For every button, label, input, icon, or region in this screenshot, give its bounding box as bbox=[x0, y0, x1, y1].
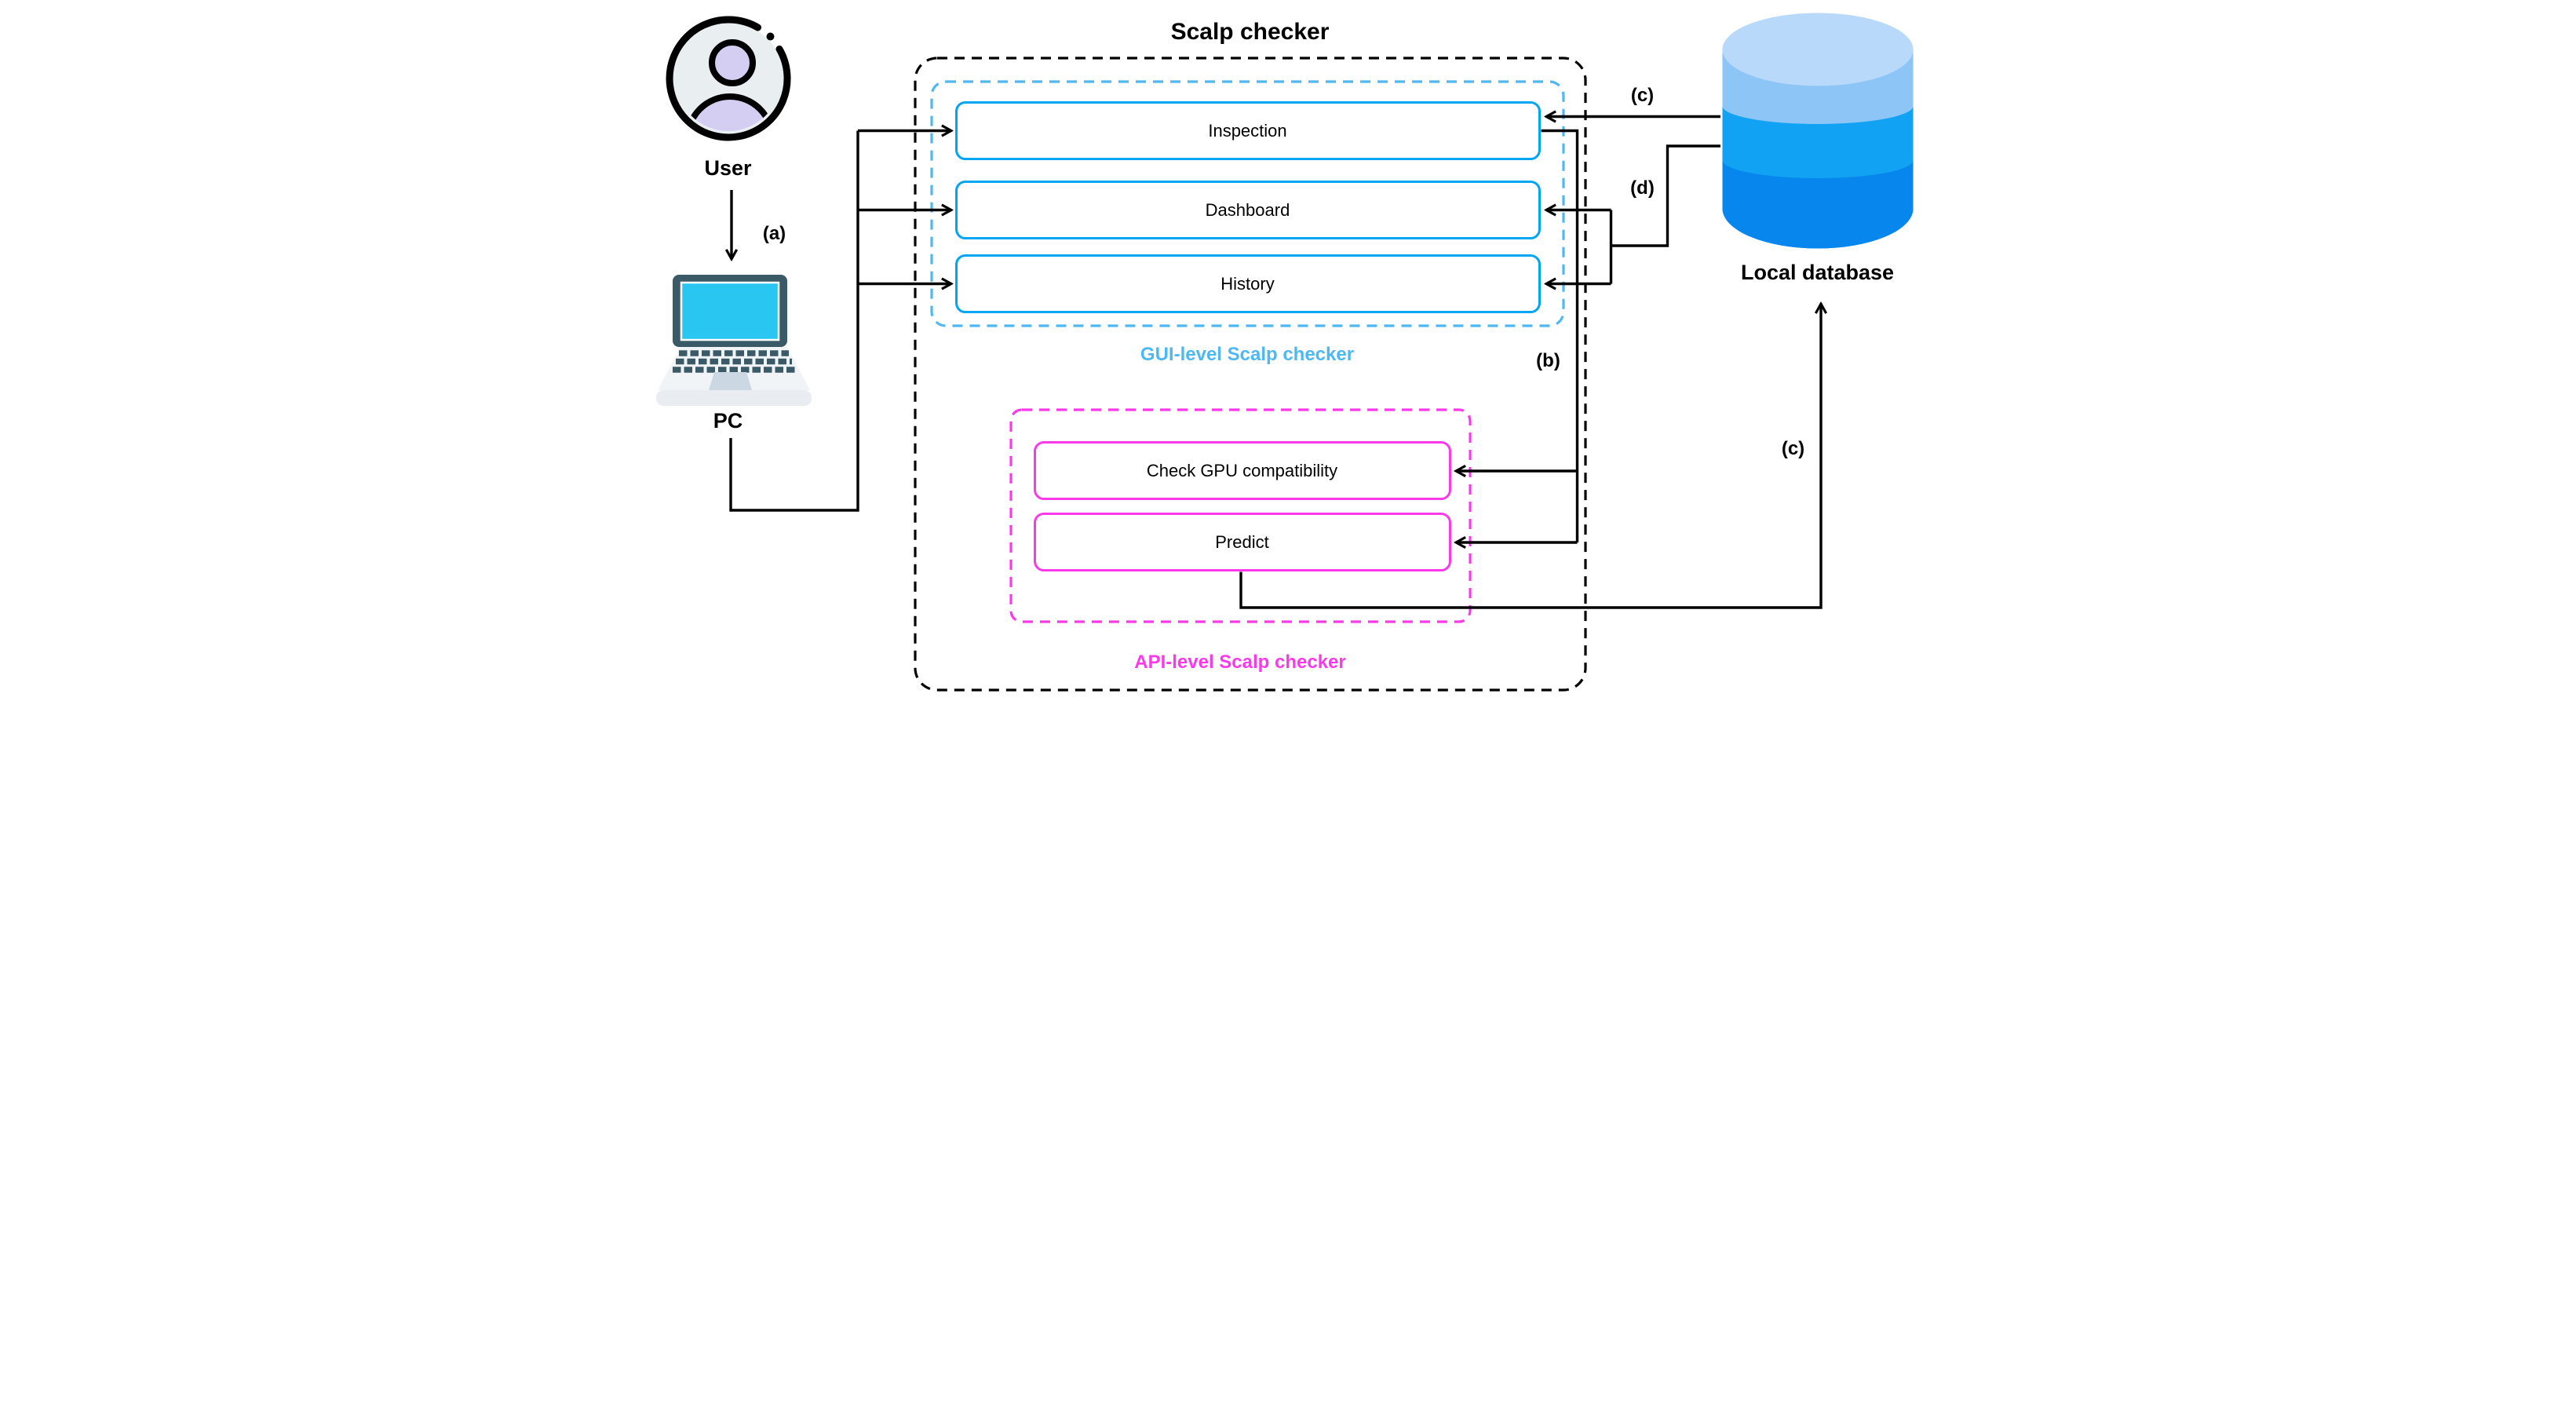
diagram-title: Scalp checker bbox=[1170, 19, 1330, 45]
database-icon bbox=[1722, 13, 1913, 249]
connector-db-to-dashboard-history bbox=[1546, 144, 1720, 284]
gui-group-box bbox=[929, 80, 1565, 327]
edge-label-b: (b) bbox=[1536, 350, 1560, 371]
diagram-canvas: Scalp checker Inspection Dashboard Histo… bbox=[644, 0, 1932, 706]
dashboard-box: Dashboard bbox=[954, 181, 1541, 239]
edge-label-a: (a) bbox=[762, 223, 786, 244]
connector-pc-to-gui bbox=[728, 131, 951, 512]
user-icon bbox=[666, 16, 790, 141]
connector-inspection-to-api bbox=[1456, 129, 1578, 543]
inspection-box-label: Inspection bbox=[1208, 120, 1287, 141]
scalp-checker-group-box bbox=[913, 57, 1587, 692]
pc-label: PC bbox=[713, 409, 743, 433]
inspection-box: Inspection bbox=[954, 101, 1541, 160]
history-box: History bbox=[954, 254, 1541, 313]
edge-label-c-top: (c) bbox=[1630, 85, 1655, 106]
user-label: User bbox=[704, 156, 752, 180]
database-label: Local database bbox=[1740, 261, 1895, 284]
predict-box: Predict bbox=[1033, 513, 1451, 571]
connector-predict-to-db bbox=[1239, 304, 1821, 609]
edge-label-c-bottom: (c) bbox=[1781, 438, 1805, 459]
api-group-box bbox=[1009, 408, 1472, 623]
gui-group-label: GUI-level Scalp checker bbox=[1140, 344, 1355, 365]
laptop-icon bbox=[655, 275, 812, 406]
check-gpu-box-label: Check GPU compatibility bbox=[1146, 460, 1338, 480]
history-box-label: History bbox=[1220, 273, 1275, 294]
predict-box-label: Predict bbox=[1215, 531, 1269, 552]
check-gpu-box: Check GPU compatibility bbox=[1033, 441, 1451, 500]
dashboard-box-label: Dashboard bbox=[1205, 199, 1290, 220]
edge-label-d: (d) bbox=[1630, 177, 1655, 199]
diagram-wires-layer bbox=[655, 13, 1913, 692]
api-group-label: API-level Scalp checker bbox=[1134, 652, 1346, 673]
